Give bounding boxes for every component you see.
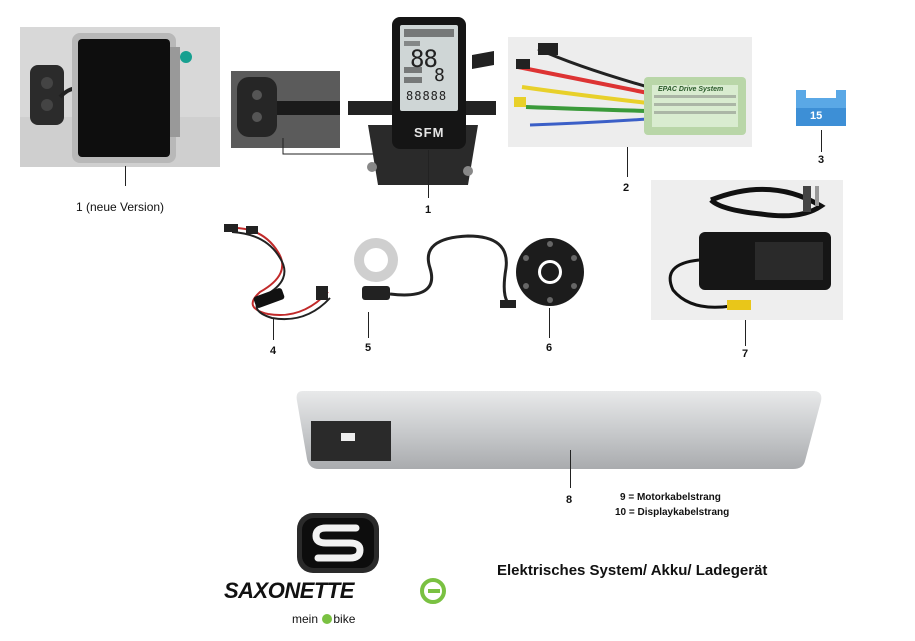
leader-line-3 xyxy=(821,130,822,152)
display-main-digits-small: 8 xyxy=(434,65,445,86)
fuse-illustration xyxy=(796,90,846,126)
controller-title: EPAC Drive System xyxy=(658,86,724,93)
display-main-brand: SFM xyxy=(414,125,445,140)
callout-5: 5 xyxy=(365,342,372,354)
photo-display-main: 88 8 88888 SFM xyxy=(348,15,496,193)
brand-tagline-post: bike xyxy=(333,612,356,626)
callout-8: 8 xyxy=(566,494,573,506)
callout-1: 1 xyxy=(425,204,432,216)
brand-name: SAXONETTE xyxy=(224,578,354,603)
display-main-illustration xyxy=(348,17,496,185)
brand-tagline: mein bike xyxy=(292,612,355,626)
leader-line-1a xyxy=(125,166,126,186)
saxonette-s-logo-icon xyxy=(297,513,379,573)
leader-remote-to-display xyxy=(282,138,411,155)
leader-line-2 xyxy=(627,147,628,177)
display-main-odometer: 88888 xyxy=(406,89,448,103)
leader-line-8 xyxy=(570,450,571,488)
pas-disc-illustration xyxy=(516,238,584,306)
brand-green-e-icon xyxy=(420,578,446,604)
callout-1-new-version: 1 (neue Version) xyxy=(76,200,165,214)
sensor-cable-illustration xyxy=(224,224,331,321)
leader-line-6 xyxy=(549,308,550,338)
callout-7: 7 xyxy=(742,348,749,360)
photo-controller: EPAC Drive System xyxy=(508,37,752,147)
controller-illustration xyxy=(508,37,752,147)
page-heading: Elektrisches System/ Akku/ Ladegerät xyxy=(497,562,768,579)
photo-handlebar-remote xyxy=(231,71,340,148)
photo-charger xyxy=(651,180,843,320)
ring-sensor-illustration xyxy=(354,234,516,308)
photo-display-new-version xyxy=(20,27,220,167)
callout-2: 2 xyxy=(623,182,630,194)
handlebar-remote-illustration xyxy=(231,71,340,148)
callout-6: 6 xyxy=(546,342,553,354)
display-new-version-illustration xyxy=(20,27,220,167)
callout-4: 4 xyxy=(270,345,277,357)
legend-motor-cable: 9 = Motorkabelstrang xyxy=(620,492,721,503)
display-main-digits-big: 88 xyxy=(410,45,438,73)
leader-line-5 xyxy=(368,312,369,338)
leader-line-4 xyxy=(273,318,274,340)
brand-tagline-e-icon xyxy=(322,614,333,624)
leader-line-7 xyxy=(745,320,746,346)
leader-line-1b xyxy=(428,150,429,198)
fuse-rating-label: 15 xyxy=(810,110,823,122)
legend-display-cable: 10 = Displaykabelstrang xyxy=(615,507,730,518)
brand-tagline-pre: mein xyxy=(292,612,319,626)
battery-illustration xyxy=(296,391,822,469)
charger-illustration xyxy=(651,180,843,320)
callout-3: 3 xyxy=(818,154,825,166)
